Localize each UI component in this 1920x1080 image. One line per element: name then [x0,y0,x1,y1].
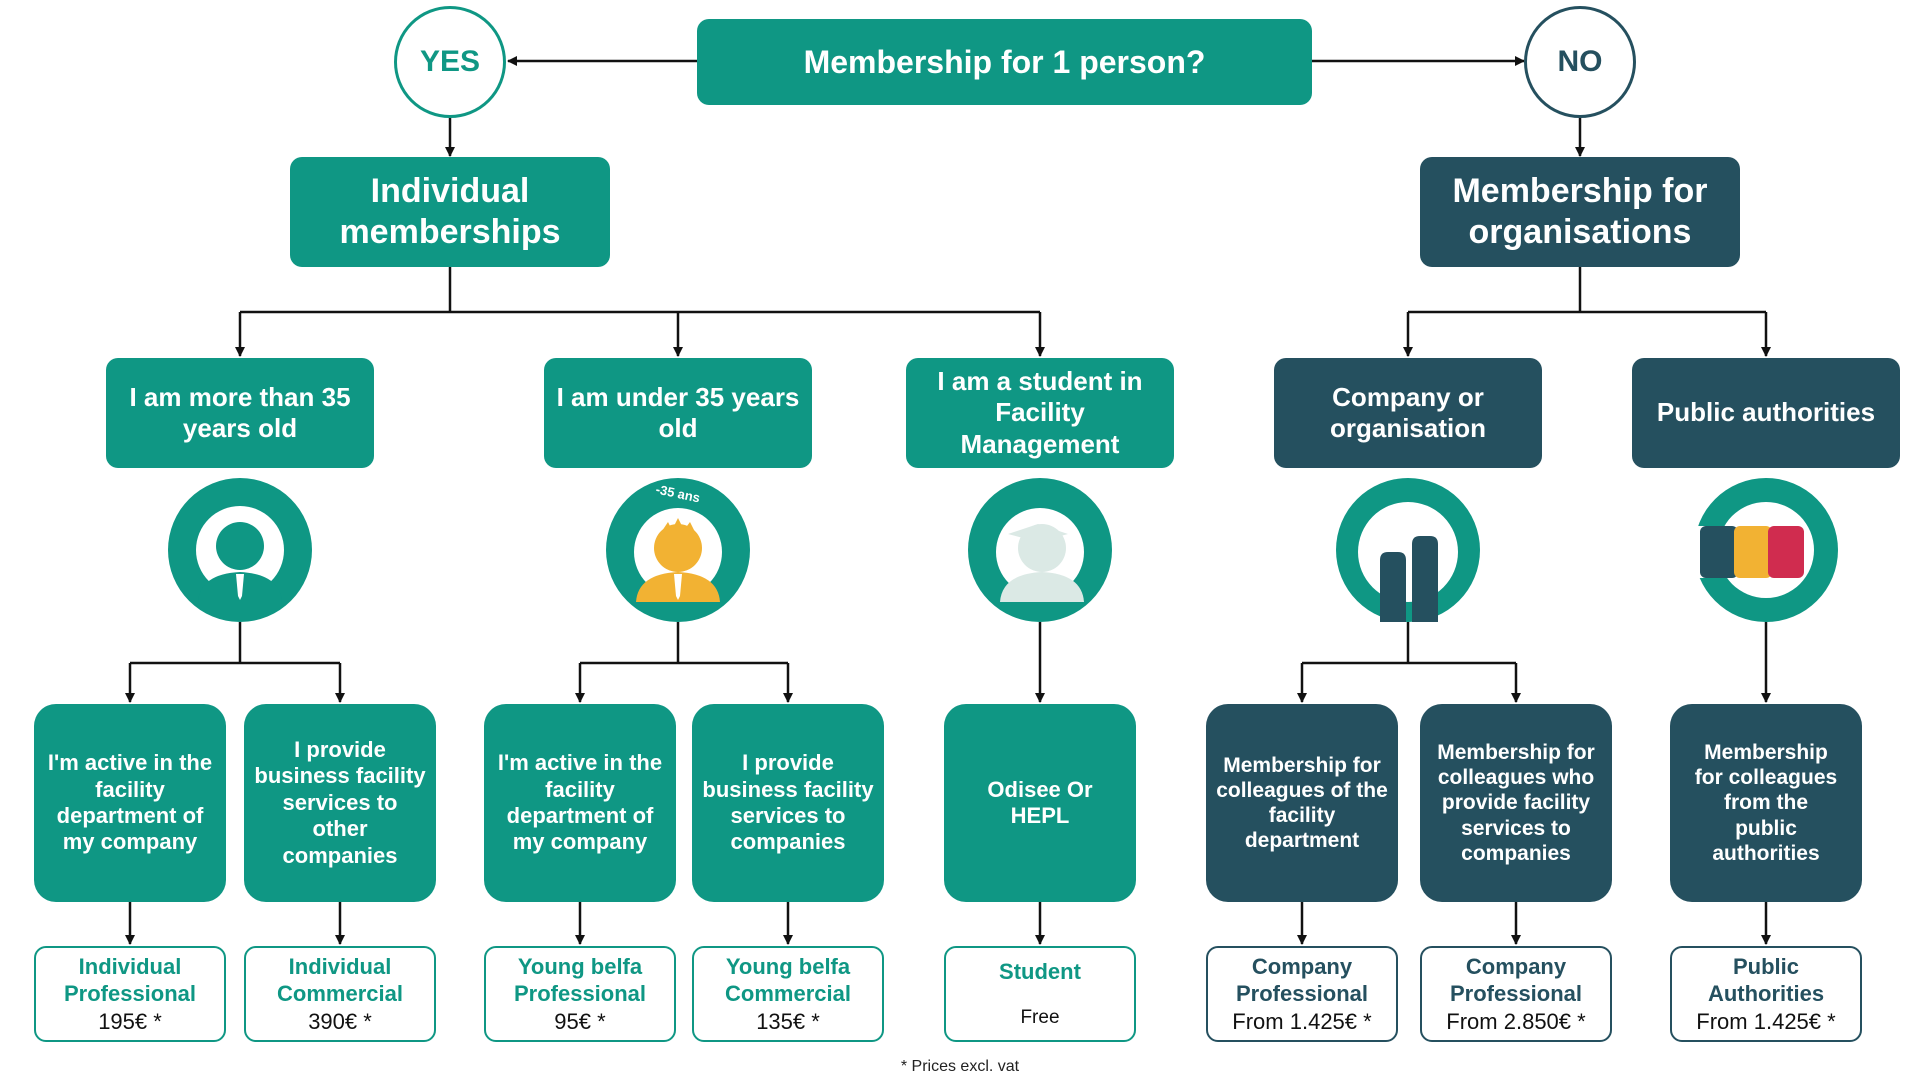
price-name: Individual Professional [63,953,197,1007]
price-value: From 1.425€ * [1696,1008,1836,1034]
price-public-authorities: Public Authorities From 1.425€ * [1670,946,1862,1042]
company-facility-node: Membership for colleagues of the facilit… [1206,704,1398,902]
individual-memberships: Individual memberships [290,157,610,267]
price-individual-commercial: Individual Commercial 390€ * [244,946,436,1042]
under35-services-node: I provide business facility services to … [692,704,884,902]
under-35-node: I am under 35 years old [544,358,812,468]
belgian-flag-icon [1694,478,1838,622]
over35-facility-node: I'm active in the facility department of… [34,704,226,902]
student-school-node: Odisee Or HEPL [944,704,1136,902]
price-value: From 2.850€ * [1446,1008,1586,1034]
root-question: Membership for 1 person? [697,19,1312,105]
over-35-node: I am more than 35 years old [106,358,374,468]
price-company-facility: Company Professional From 1.425€ * [1206,946,1398,1042]
price-student: Student Free [944,946,1136,1042]
building-icon [1336,478,1480,622]
price-value: Free [1020,1007,1060,1029]
graduate-icon [968,478,1112,622]
price-young-professional: Young belfa Professional 95€ * [484,946,676,1042]
public-colleagues-node: Membership for colleagues from the publi… [1670,704,1862,902]
company-services-node: Membership for colleagues who provide fa… [1420,704,1612,902]
price-value: From 1.425€ * [1232,1008,1372,1034]
young-person-icon [606,478,750,622]
price-name: Student [999,959,1081,985]
price-value: 390€ * [308,1008,372,1034]
price-value: 135€ * [756,1008,820,1034]
price-name: Public Authorities [1707,953,1825,1007]
price-individual-professional: Individual Professional 195€ * [34,946,226,1042]
company-node: Company or organisation [1274,358,1542,468]
footnote: * Prices excl. vat [900,1058,1020,1075]
no-circle: NO [1524,6,1636,118]
price-name: Young belfa Commercial [725,953,851,1007]
under35-facility-node: I'm active in the facility department of… [484,704,676,902]
person-icon [168,478,312,622]
price-value: 95€ * [554,1008,606,1034]
public-authorities-node: Public authorities [1632,358,1900,468]
organisation-memberships: Membership for organisations [1420,157,1740,267]
yes-circle: YES [394,6,506,118]
over35-services-node: I provide business facility services to … [244,704,436,902]
price-company-services: Company Professional From 2.850€ * [1420,946,1612,1042]
price-name: Young belfa Professional [513,953,647,1007]
student-node: I am a student in Facility Management [906,358,1174,468]
price-name: Company Professional [1449,953,1583,1007]
price-name: Individual Commercial [277,953,403,1007]
price-young-commercial: Young belfa Commercial 135€ * [692,946,884,1042]
price-value: 195€ * [98,1008,162,1034]
price-name: Company Professional [1235,953,1369,1007]
